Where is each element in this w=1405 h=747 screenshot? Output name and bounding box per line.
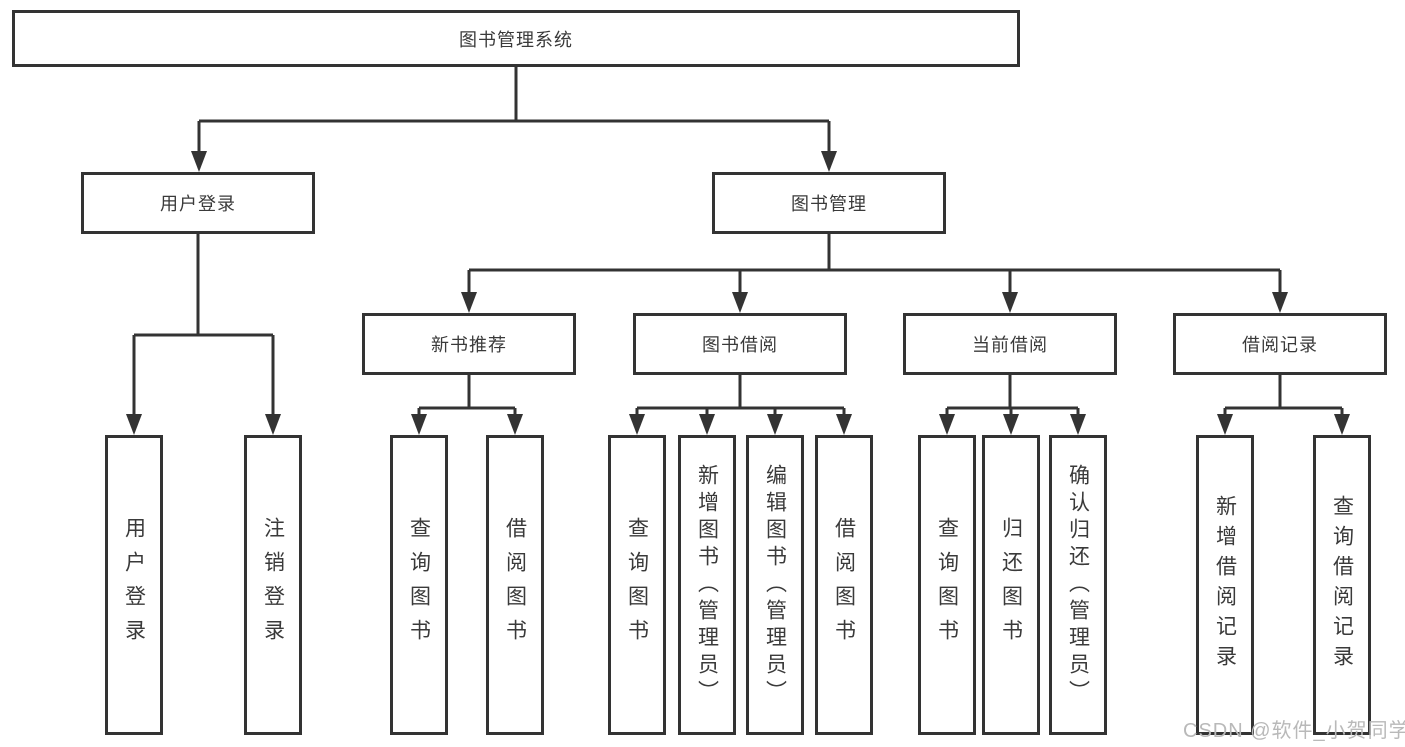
arrow-down-icon bbox=[411, 414, 427, 435]
leaf-logout: 注销登录 bbox=[244, 435, 302, 735]
node-label: 用户登录 bbox=[122, 517, 146, 653]
arrow-down-icon bbox=[699, 414, 715, 435]
node-label: 编辑图书（管理员） bbox=[763, 463, 787, 707]
node-label: 借阅图书 bbox=[503, 517, 527, 653]
node-label: 新书推荐 bbox=[431, 335, 507, 355]
node-borrow-records: 借阅记录 bbox=[1173, 313, 1387, 375]
arrow-down-icon bbox=[732, 292, 748, 313]
arrow-down-icon bbox=[126, 414, 142, 435]
connector-elbows bbox=[132, 67, 1344, 418]
node-book-borrow: 图书借阅 bbox=[633, 313, 847, 375]
node-label: 归还图书 bbox=[999, 517, 1023, 653]
arrow-down-icon bbox=[1272, 292, 1288, 313]
node-label: 查询图书 bbox=[407, 517, 431, 653]
arrow-down-icon bbox=[1217, 414, 1233, 435]
node-new-book-recommend: 新书推荐 bbox=[362, 313, 576, 375]
node-user-login: 用户登录 bbox=[81, 172, 315, 234]
node-label: 当前借阅 bbox=[972, 335, 1048, 355]
leaf-br-add-record: 新增借阅记录 bbox=[1196, 435, 1254, 735]
arrow-down-icon bbox=[767, 414, 783, 435]
leaf-cb-query-books: 查询图书 bbox=[918, 435, 976, 735]
node-label: 新增借阅记录 bbox=[1213, 495, 1237, 675]
arrow-down-icon bbox=[461, 292, 477, 313]
arrow-down-icon bbox=[507, 414, 523, 435]
leaf-cb-return-books: 归还图书 bbox=[982, 435, 1040, 735]
arrow-down-icon bbox=[1002, 292, 1018, 313]
leaf-br-query-record: 查询借阅记录 bbox=[1313, 435, 1371, 735]
node-label: 借阅记录 bbox=[1242, 335, 1318, 355]
leaf-bb-query-books: 查询图书 bbox=[608, 435, 666, 735]
arrow-down-icon bbox=[1334, 414, 1350, 435]
watermark: CSDN @软件_小贺同学 bbox=[1183, 720, 1405, 742]
node-label: 图书管理 bbox=[791, 194, 867, 214]
arrow-down-icon bbox=[821, 151, 837, 172]
arrow-down-icon bbox=[836, 414, 852, 435]
node-label: 用户登录 bbox=[160, 194, 236, 214]
node-label: 查询图书 bbox=[625, 517, 649, 653]
node-label: 新增图书（管理员） bbox=[695, 463, 719, 707]
node-label: 查询借阅记录 bbox=[1330, 495, 1354, 675]
arrow-down-icon bbox=[265, 414, 281, 435]
arrow-down-icon bbox=[939, 414, 955, 435]
arrow-down-icon bbox=[1003, 414, 1019, 435]
node-label: 图书借阅 bbox=[702, 335, 778, 355]
node-label: 借阅图书 bbox=[832, 517, 856, 653]
leaf-bb-borrow-books: 借阅图书 bbox=[815, 435, 873, 735]
node-book-management: 图书管理 bbox=[712, 172, 946, 234]
leaf-nbr-query-books: 查询图书 bbox=[390, 435, 448, 735]
node-current-borrow: 当前借阅 bbox=[903, 313, 1117, 375]
arrow-down-icon bbox=[1070, 414, 1086, 435]
node-label: 查询图书 bbox=[935, 517, 959, 653]
node-label: 注销登录 bbox=[261, 517, 285, 653]
leaf-bb-edit-books-admin: 编辑图书（管理员） bbox=[746, 435, 804, 735]
leaf-user-login: 用户登录 bbox=[105, 435, 163, 735]
leaf-nbr-borrow-books: 借阅图书 bbox=[486, 435, 544, 735]
node-root: 图书管理系统 bbox=[12, 10, 1020, 67]
arrowhead-icons bbox=[126, 151, 1350, 435]
arrow-down-icon bbox=[629, 414, 645, 435]
leaf-cb-confirm-return-admin: 确认归还（管理员） bbox=[1049, 435, 1107, 735]
node-label: 确认归还（管理员） bbox=[1066, 463, 1090, 707]
arrow-down-icon bbox=[191, 151, 207, 172]
node-label: 图书管理系统 bbox=[459, 29, 573, 50]
leaf-bb-add-books-admin: 新增图书（管理员） bbox=[678, 435, 736, 735]
